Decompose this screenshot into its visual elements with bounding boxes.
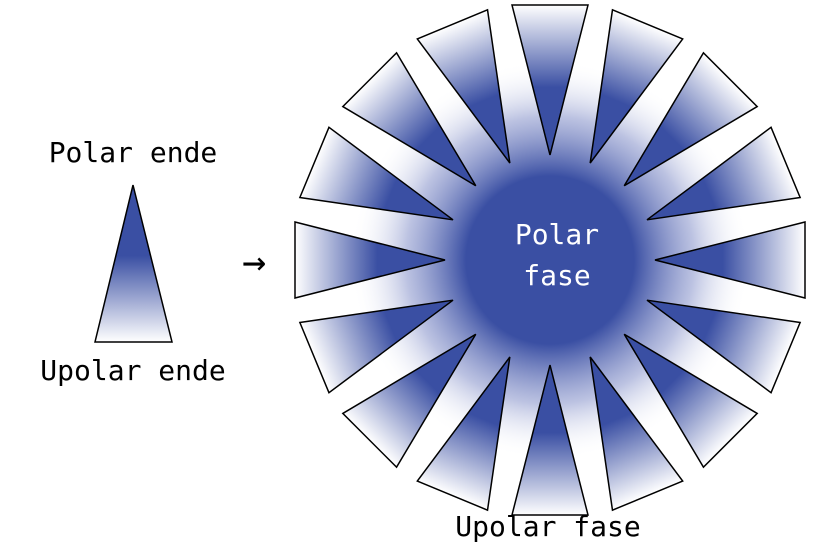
micelle-molecule [511, 4, 589, 156]
micelle-molecule [341, 333, 477, 469]
micelle-molecule [589, 356, 684, 512]
micelle-molecule [646, 126, 802, 221]
micelle-molecules [294, 4, 806, 516]
micelle-molecule [341, 51, 477, 187]
micelle-molecule [646, 299, 802, 394]
micelle-molecule [589, 8, 684, 164]
polar-phase-label-line2: fase [523, 259, 590, 292]
micelle-molecule [623, 333, 759, 469]
micelle-molecule [294, 221, 446, 299]
nonpolar-end-label: Upolar ende [40, 354, 225, 387]
micelle-molecule [298, 299, 454, 394]
micelle-molecule [416, 356, 511, 512]
micelle-molecule [654, 221, 806, 299]
micelle-molecule [298, 126, 454, 221]
arrow-icon: → [242, 239, 266, 285]
polar-phase-label-line1: Polar [515, 218, 599, 251]
nonpolar-phase-label: Upolar fase [455, 510, 640, 543]
micelle-molecule [623, 51, 759, 187]
amphiphile-molecule [94, 184, 173, 343]
polar-end-label: Polar ende [49, 136, 218, 169]
micelle [294, 4, 806, 516]
micelle-molecule [416, 8, 511, 164]
micelle-molecule [511, 364, 589, 516]
